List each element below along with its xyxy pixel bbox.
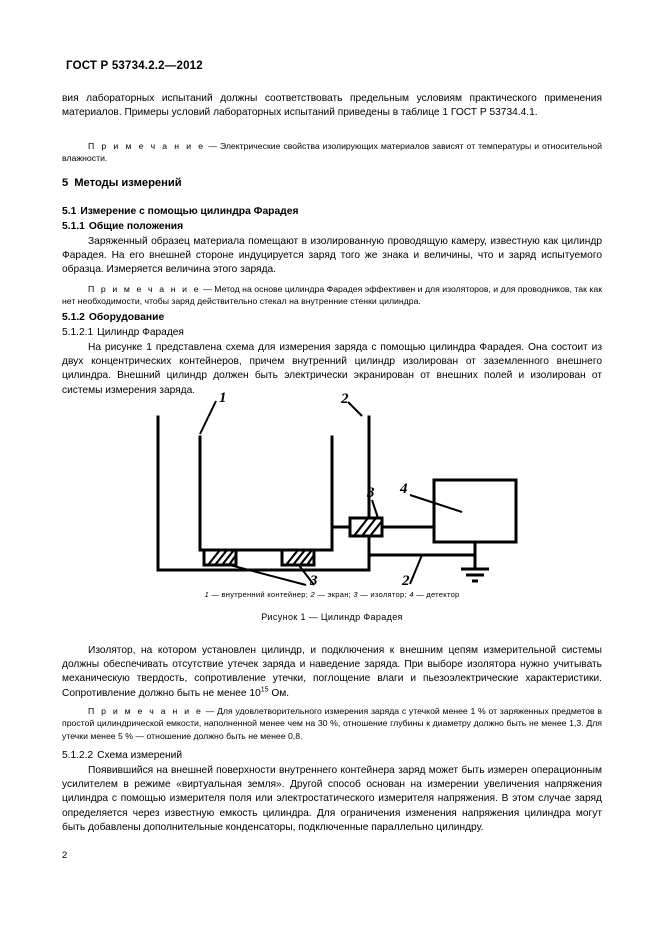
paragraph-5-1-2-2: Появившийся на внешней поверхности внутр…: [62, 765, 602, 833]
detector-box: [432, 478, 518, 544]
callout-4-detector: 4: [399, 481, 408, 497]
note-text: — Для удовлетворительного измерения заря…: [62, 706, 602, 741]
paragraph-5-1-1: Заряженный образец материала помещают в …: [62, 236, 602, 276]
heading-5: 5 Методы измерений: [62, 177, 602, 189]
heading-5-1-1-title: Общие положения: [88, 221, 184, 232]
callout-leaders: [199, 400, 463, 586]
paragraph-insulator-text-b: Ом.: [268, 687, 290, 699]
legend-text-2: — экран;: [314, 590, 354, 599]
page-number: 2: [62, 850, 68, 861]
paragraph-insulator-text-a: Изолятор, на котором установлен цилиндр,…: [62, 645, 602, 699]
note-faraday-method: П р и м е ч а н и е — Метод на основе ци…: [62, 283, 602, 308]
figure-legend: 1 — внутренний контейнер; 2 — экран; 3 —…: [62, 590, 602, 599]
faraday-cylinder-schematic: 1 2 3 4 3 2: [156, 392, 518, 587]
legend-num-4: 4: [409, 590, 414, 599]
insulator-block-bottom-right: [280, 548, 316, 567]
heading-5-1-2-2-title: Схема измерений: [97, 750, 183, 761]
insulator-block-bottom-left: [202, 548, 238, 567]
note-label: П р и м е ч а н и е: [88, 706, 203, 716]
ground-icon: [461, 567, 489, 583]
heading-5-title: Методы измерений: [74, 177, 182, 189]
heading-5-1-2-title: Оборудование: [88, 312, 165, 323]
heading-5-1-number: 5.1: [62, 206, 77, 217]
callout-3-insulator-bottom: 3: [309, 573, 318, 587]
heading-5-1-2-1-number: 5.1.2.1: [62, 327, 94, 338]
note-electrical-properties: П р и м е ч а н и е — Электрические свой…: [62, 140, 602, 165]
paragraph-continued: вия лабораторных испытаний должны соотве…: [62, 93, 602, 119]
note-text: — Электрические свойства изолирующих мат…: [62, 141, 602, 164]
note-label: П р и м е ч а н и е: [88, 284, 201, 294]
legend-num-2: 2: [310, 590, 315, 599]
inner-container: [198, 435, 334, 552]
callout-1-inner-container: 1: [219, 392, 227, 406]
callout-2-shield-top: 2: [340, 392, 349, 407]
standard-number-header: ГОСТ Р 53734.2.2—2012: [66, 60, 203, 72]
callout-2-shield-bottom: 2: [401, 573, 410, 587]
resistance-exponent: 15: [260, 686, 269, 694]
heading-5-1-1-number: 5.1.1: [62, 221, 85, 232]
legend-text-3: — изолятор;: [357, 590, 410, 599]
figure-1-faraday-cylinder: 1 2 3 4 3 2 1 — внутренний контейнер; 2 …: [62, 392, 602, 622]
legend-text-4: — детектор: [413, 590, 460, 599]
note-label: П р и м е ч а н и е: [88, 141, 206, 151]
paragraph-5-1-2-1: На рисунке 1 представлена схема для изме…: [62, 342, 602, 396]
heading-5-1-2-1-title: Цилиндр Фарадея: [97, 327, 184, 338]
shield-outer-container: [156, 415, 371, 572]
heading-5-1-2-2-number: 5.1.2.2: [62, 750, 94, 761]
legend-text-1: — внутренний контейнер;: [208, 590, 311, 599]
note-text: — Метод на основе цилиндра Фарадея эффек…: [62, 284, 602, 307]
legend-num-1: 1: [204, 590, 209, 599]
heading-5-1-title: Измерение с помощью цилиндра Фарадея: [80, 206, 299, 217]
note-charge-leakage: П р и м е ч а н и е — Для удовлетворител…: [62, 705, 602, 742]
heading-5-number: 5: [62, 177, 69, 189]
heading-5-1-2-number: 5.1.2: [62, 312, 85, 323]
paragraph-insulator-requirements: Изолятор, на котором установлен цилиндр,…: [62, 644, 602, 701]
figure-caption: Рисунок 1 — Цилиндр Фарадея: [261, 612, 403, 622]
insulator-block-side: [348, 516, 384, 538]
callout-3-insulator-side: 3: [366, 485, 375, 501]
legend-num-3: 3: [353, 590, 358, 599]
